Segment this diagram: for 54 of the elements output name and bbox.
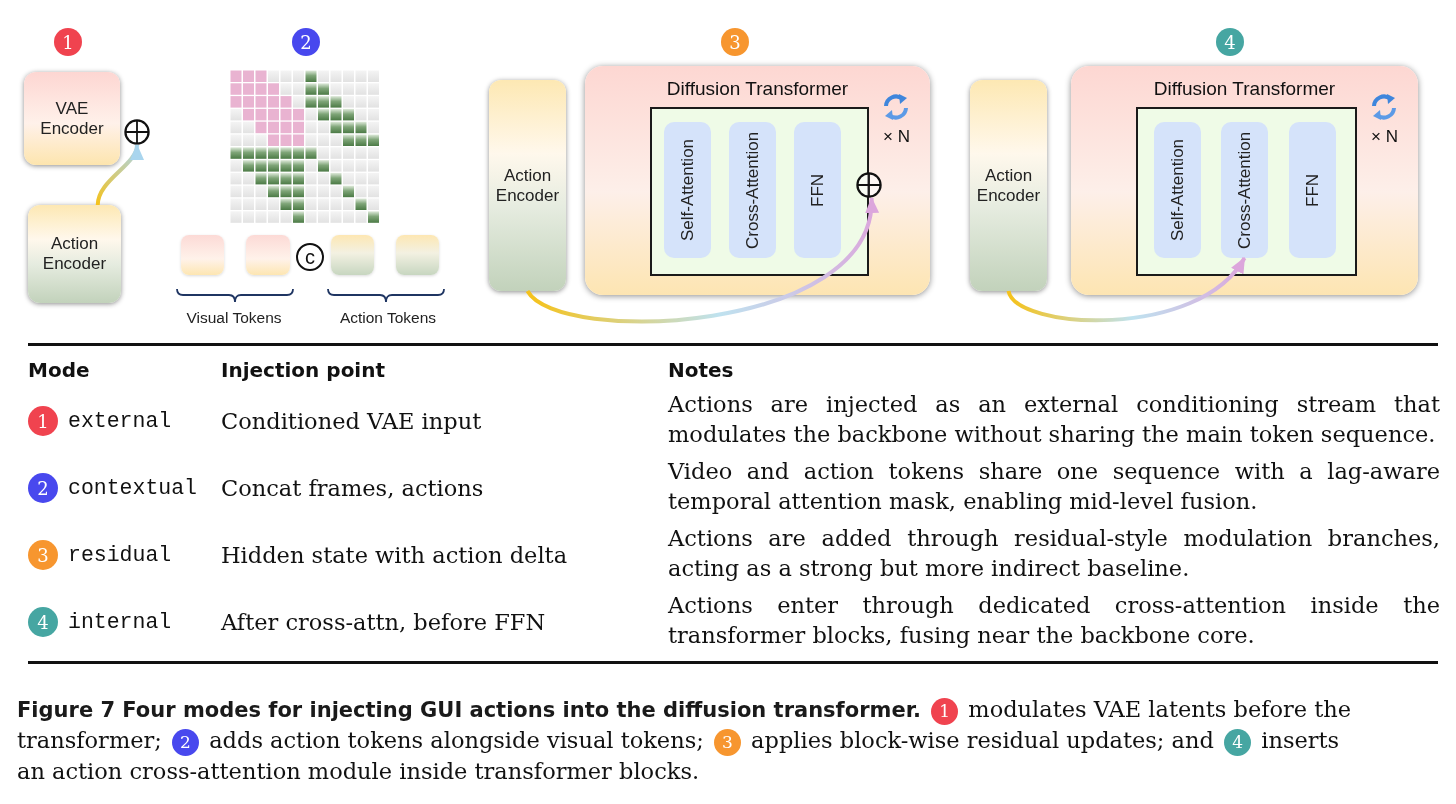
group-label: Visual Tokens: [186, 309, 282, 327]
encoder-box: Action Encoder: [970, 80, 1047, 291]
number-badge: 3: [721, 28, 749, 56]
number-badge: 1: [54, 28, 82, 56]
number-badge: 4: [28, 607, 58, 637]
note-text: Actions enter through dedicated cross-attention inside the transformer blocks, fusing near the backbone core.: [668, 591, 1440, 650]
layer-box: Self-Attention: [664, 122, 711, 258]
arrow: [1006, 256, 1247, 323]
mode-name: residual: [68, 543, 172, 567]
encoder-box: VAE Encoder: [24, 72, 120, 165]
repeat-count: × N: [883, 127, 910, 147]
layer-box: Self-Attention: [1154, 122, 1201, 258]
note-text: Video and action tokens share one sequence with a lag-aware temporal attention mask, enabling mid-level fusion.: [668, 457, 1440, 516]
concat-symbol: c: [296, 243, 324, 271]
number-badge: 2: [28, 473, 58, 503]
group-label: Action Tokens: [339, 309, 437, 327]
token-box: [181, 235, 224, 275]
transformer-panel: [1071, 66, 1418, 295]
block-frame: [650, 107, 869, 276]
layer-box: FFN: [1289, 122, 1336, 258]
layer-box: FFN: [794, 122, 841, 258]
note-text: Actions are added through residual-style modulation branches, acting as a strong but more indirect baseline.: [668, 524, 1440, 583]
mode-name: internal: [68, 610, 172, 634]
mode-name: external: [68, 409, 172, 433]
number-badge: 2: [292, 28, 320, 56]
panel-title: Diffusion Transformer: [1153, 78, 1336, 100]
repeat-count: × N: [1371, 127, 1398, 147]
number-badge: 3: [28, 540, 58, 570]
number-badge: 4: [1216, 28, 1244, 56]
injection-point-text: After cross-attn, before FFN: [221, 608, 546, 637]
column-header: Mode: [28, 358, 90, 382]
token-box: [331, 235, 374, 275]
column-header: Notes: [668, 358, 734, 382]
injection-point-text: Conditioned VAE input: [221, 407, 482, 436]
encoder-box: Action Encoder: [489, 80, 566, 291]
arrow: [95, 144, 142, 206]
transformer-panel: [585, 66, 930, 295]
column-header: Injection point: [221, 358, 386, 382]
mode-name: contextual: [68, 476, 198, 500]
figure-caption: Figure 7 Four modes for injecting GUI actions into the diffusion transformer. 1 modulates VAE latents before the transformer; 2 adds action tokens alongside visual tokens; 3 applies block-wise residual updates; and 4 inserts an action cross-attention module inside transformer blocks.: [17, 695, 1353, 786]
token-box: [396, 235, 439, 275]
injection-point-text: Concat frames, actions: [221, 474, 484, 503]
injection-point-text: Hidden state with action delta: [221, 541, 568, 570]
arrow: [526, 197, 877, 324]
layer-box: Cross-Attention: [729, 122, 776, 258]
note-text: Actions are injected as an external conditioning stream that modulates the backbone without sharing the main token sequence.: [668, 390, 1440, 449]
block-frame: [1136, 107, 1357, 276]
sum-symbol: [856, 172, 882, 198]
sum-symbol: [124, 119, 150, 145]
layer-box: Cross-Attention: [1221, 122, 1268, 258]
token-box: [246, 235, 290, 275]
number-badge: 1: [28, 406, 58, 436]
panel-title: Diffusion Transformer: [666, 78, 849, 100]
encoder-box: Action Encoder: [28, 205, 121, 303]
